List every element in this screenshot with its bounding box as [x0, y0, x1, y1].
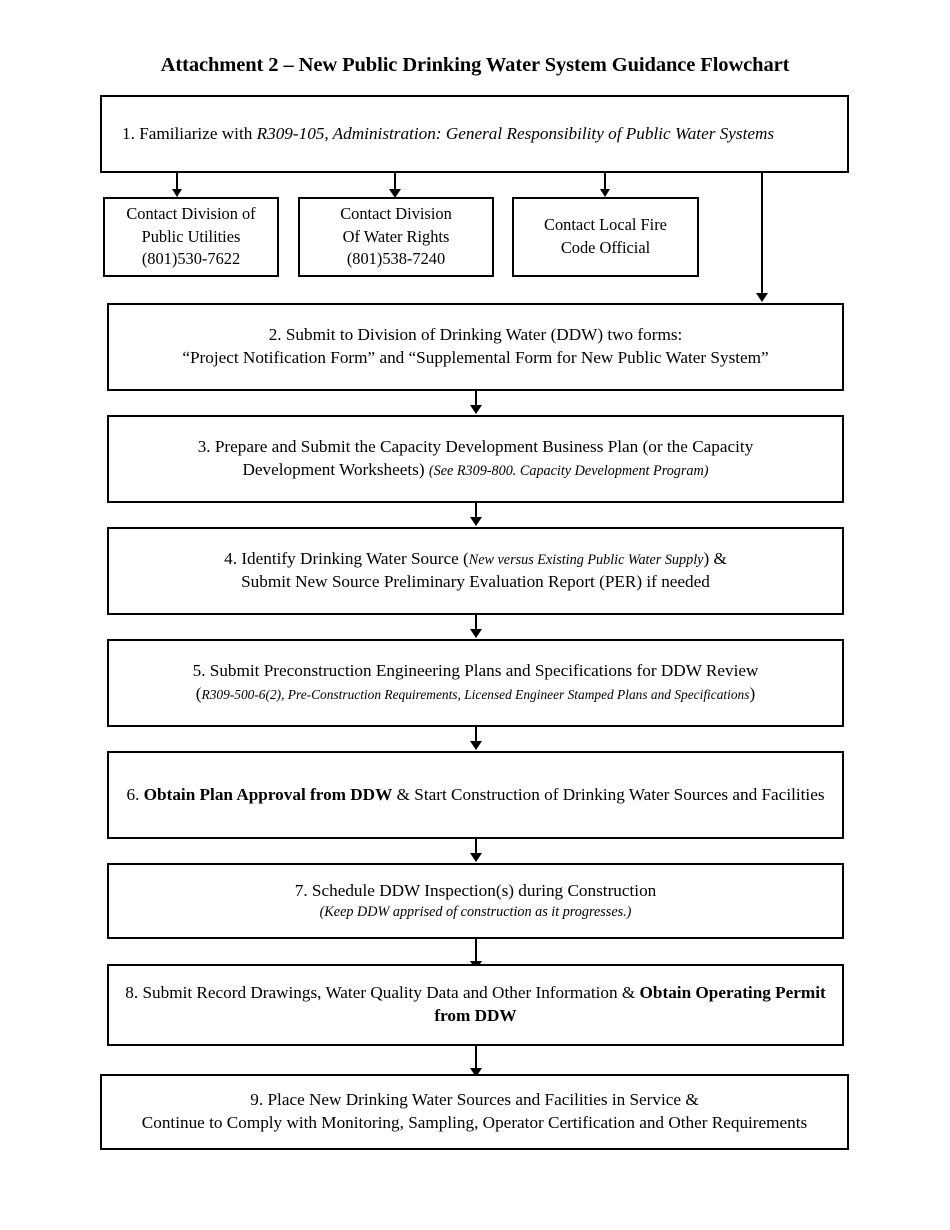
contact-2-line1: Contact Division	[340, 204, 452, 224]
step-1-box: 1. Familiarize with R309-105, Administra…	[100, 95, 849, 173]
step-8-text: 8. Submit Record Drawings, Water Quality…	[109, 982, 842, 1028]
contact-3-line1: Contact Local Fire	[544, 215, 667, 235]
page-title: Attachment 2 – New Public Drinking Water…	[160, 54, 790, 76]
arrowhead-step6	[469, 741, 482, 750]
connector-step1-to-step2	[761, 173, 764, 295]
step-3-line2-italic: (See R309-800. Capacity Development Prog…	[428, 463, 709, 479]
step-6-number: 6.	[126, 784, 144, 804]
connector-step2-to-step3	[475, 391, 478, 407]
step-2-text: 2. Submit to Division of Drinking Water …	[109, 324, 842, 370]
contact-1-line1: Contact Division of	[126, 204, 256, 224]
step-1-plain: Familiarize with	[139, 123, 257, 143]
connector-step8-to-step9	[475, 1046, 478, 1070]
step-5-text: 5. Submit Preconstruction Engineering Pl…	[109, 660, 842, 706]
step-9-text: 9. Place New Drinking Water Sources and …	[102, 1089, 847, 1135]
contact-2-line2: Of Water Rights	[342, 226, 450, 246]
contact-box-public-utilities: Contact Division of Public Utilities (80…	[103, 197, 279, 277]
step-4-line1-before: 4. Identify Drinking Water Source (	[224, 549, 469, 569]
contact-2-phone: (801)538-7240	[346, 249, 446, 269]
step-8-plain: 8. Submit Record Drawings, Water Quality…	[125, 983, 640, 1003]
step-7-line2-italic: (Keep DDW apprised of construction as it…	[319, 904, 632, 920]
step-6-box: 6. Obtain Plan Approval from DDW & Start…	[107, 751, 844, 839]
step-6-text: 6. Obtain Plan Approval from DDW & Start…	[109, 784, 842, 807]
contact-1-line2: Public Utilities	[141, 226, 241, 246]
connector-step1-to-contact-1	[176, 173, 178, 191]
arrowhead-step7	[469, 853, 482, 862]
arrowhead-step9	[469, 1068, 482, 1077]
contact-box-fire-code-official: Contact Local Fire Code Official	[512, 197, 699, 277]
step-5-line2: (R309-500-6(2), Pre-Construction Require…	[119, 683, 832, 706]
step-4-box: 4. Identify Drinking Water Source (New v…	[107, 527, 844, 615]
step-2-box: 2. Submit to Division of Drinking Water …	[107, 303, 844, 391]
connector-step5-to-step6	[475, 727, 478, 743]
step-9-line2: Continue to Comply with Monitoring, Samp…	[141, 1113, 808, 1132]
step-1-number: 1.	[122, 123, 135, 143]
contact-1-phone: (801)530-7622	[141, 249, 241, 269]
step-5-line2-italic: R309-500-6(2), Pre-Construction Requirem…	[201, 687, 750, 702]
connector-step4-to-step5	[475, 615, 478, 631]
connector-step1-to-contact-3	[604, 173, 606, 191]
arrowhead-step2	[755, 293, 768, 302]
step-7-text: 7. Schedule DDW Inspection(s) during Con…	[109, 880, 842, 922]
step-5-line2-after: )	[749, 684, 756, 703]
step-5-box: 5. Submit Preconstruction Engineering Pl…	[107, 639, 844, 727]
step-4-line1-italic: New versus Existing Public Water Supply	[468, 552, 704, 569]
step-1-italic: R309-105, Administration: General Respon…	[256, 123, 775, 143]
arrowhead-contact-3	[599, 189, 610, 197]
arrowhead-step4	[469, 517, 482, 526]
step-2-line1: 2. Submit to Division of Drinking Water …	[268, 325, 683, 345]
step-3-box: 3. Prepare and Submit the Capacity Devel…	[107, 415, 844, 503]
step-6-rest: & Start Construction of Drinking Water S…	[392, 784, 825, 804]
step-3-line1: 3. Prepare and Submit the Capacity Devel…	[197, 437, 754, 457]
step-3-line2: Development Worksheets) (See R309-800. C…	[119, 459, 832, 482]
contact-3-text: Contact Local Fire Code Official	[514, 214, 697, 259]
contact-1-text: Contact Division of Public Utilities (80…	[105, 203, 277, 271]
arrowhead-contact-1	[171, 189, 182, 197]
step-3-line2-plain: Development Worksheets)	[242, 460, 429, 479]
step-7-line1: 7. Schedule DDW Inspection(s) during Con…	[294, 881, 657, 901]
step-4-line2: Submit New Source Preliminary Evaluation…	[241, 572, 710, 591]
step-9-box: 9. Place New Drinking Water Sources and …	[100, 1074, 849, 1150]
contact-3-line2: Code Official	[560, 238, 651, 257]
contact-box-water-rights: Contact Division Of Water Rights (801)53…	[298, 197, 494, 277]
step-5-line1: 5. Submit Preconstruction Engineering Pl…	[192, 661, 759, 681]
step-8-bold: Obtain Operating Permit from DDW	[434, 983, 826, 1025]
arrowhead-contact-2	[388, 189, 401, 198]
step-4-text: 4. Identify Drinking Water Source (New v…	[109, 548, 842, 594]
connector-step3-to-step4	[475, 503, 478, 519]
connector-step6-to-step7	[475, 839, 478, 855]
step-4-line1: 4. Identify Drinking Water Source (New v…	[119, 548, 832, 571]
step-6-bold: Obtain Plan Approval from DDW	[143, 784, 393, 804]
arrowhead-step5	[469, 629, 482, 638]
step-9-line1: 9. Place New Drinking Water Sources and …	[250, 1090, 699, 1110]
connector-step7-to-step8	[475, 939, 478, 963]
step-4-line1-after: ) &	[703, 549, 727, 569]
step-2-line2: “Project Notification Form” and “Supplem…	[182, 348, 769, 367]
step-1-text: 1. Familiarize with R309-105, Administra…	[102, 123, 847, 146]
step-7-box: 7. Schedule DDW Inspection(s) during Con…	[107, 863, 844, 939]
arrowhead-step3	[469, 405, 482, 414]
contact-2-text: Contact Division Of Water Rights (801)53…	[300, 203, 492, 271]
connector-step1-to-contact-2	[394, 173, 397, 191]
step-8-box: 8. Submit Record Drawings, Water Quality…	[107, 964, 844, 1046]
step-3-text: 3. Prepare and Submit the Capacity Devel…	[109, 436, 842, 482]
step-5-line2-before: (	[195, 684, 202, 703]
